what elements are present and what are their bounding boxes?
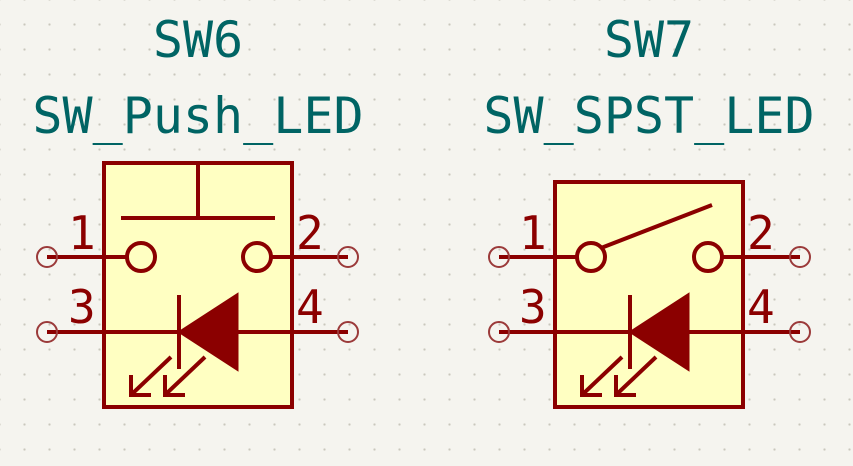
switch-contact-right <box>692 241 724 273</box>
symbol-body <box>553 180 745 409</box>
pin-number-3: 3 <box>68 280 96 334</box>
led-emission-arrows <box>580 355 658 397</box>
led-triangle <box>628 292 690 372</box>
pin-1-endpoint[interactable] <box>488 246 510 268</box>
pin-3-endpoint[interactable] <box>488 321 510 343</box>
component-reference: SW7 <box>604 11 694 69</box>
pin-2-endpoint[interactable] <box>337 246 359 268</box>
component-reference: SW6 <box>153 11 243 69</box>
pin-number-4: 4 <box>747 280 775 334</box>
pin-number-4: 4 <box>296 280 324 334</box>
switch-contact-right <box>241 241 273 273</box>
component-sw6[interactable]: SW6 SW_Push_LED 1 2 3 4 <box>32 11 364 409</box>
pin-2-endpoint[interactable] <box>789 246 811 268</box>
pin-1-endpoint[interactable] <box>36 246 58 268</box>
switch-contact-left <box>125 241 157 273</box>
spst-lever <box>600 203 713 250</box>
pin-number-3: 3 <box>519 280 547 334</box>
pin-number-2: 2 <box>747 206 775 260</box>
pin-4-endpoint[interactable] <box>337 321 359 343</box>
led-triangle <box>177 292 239 372</box>
component-value: SW_SPST_LED <box>483 87 814 145</box>
pin-3-endpoint[interactable] <box>36 321 58 343</box>
pin-number-2: 2 <box>296 206 324 260</box>
pin-4-endpoint[interactable] <box>789 321 811 343</box>
component-value: SW_Push_LED <box>32 87 363 145</box>
pin-number-1: 1 <box>68 206 96 260</box>
pin-number-1: 1 <box>519 206 547 260</box>
led-emission-arrows <box>129 355 207 397</box>
component-sw7[interactable]: SW7 SW_SPST_LED 1 2 3 4 <box>483 11 815 409</box>
switch-contact-left <box>575 241 607 273</box>
